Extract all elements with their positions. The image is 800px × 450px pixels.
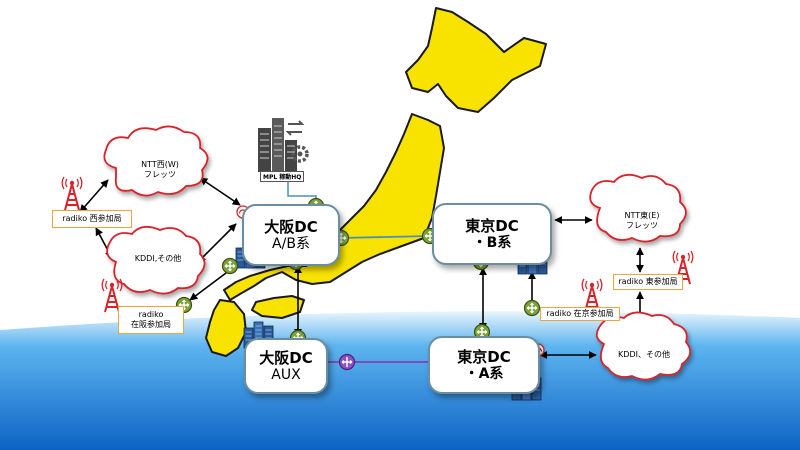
link-ntt-west-osaka (199, 177, 241, 206)
cloud-kddi-east-line1: KDDI、その他 (618, 349, 670, 359)
cloud-ntt-east-text: NTT東(E) フレッツ (596, 202, 688, 240)
radiko-osaka-label: radiko 在阪参加局 (118, 306, 184, 334)
router-icon-osaka-west (221, 257, 239, 275)
router-icon-aux-link (338, 353, 356, 371)
dc-osaka-ab-subtitle: A/B系 (272, 235, 310, 252)
radiko-west-label: radiko 西参加局 (52, 210, 132, 228)
cloud-ntt-east (589, 173, 687, 243)
cloud-ntt-east-line2: フレッツ (626, 221, 658, 230)
cloud-kddi-west (106, 225, 206, 295)
cloud-ntt-west-text: NTT西(W) フレッツ (112, 150, 208, 190)
hq-building-icon (258, 118, 309, 172)
router-icon-radiko-tokyo (523, 299, 541, 317)
cloud-ntt-west-line1: NTT西(W) (141, 159, 179, 169)
cloud-ntt-west-line2: フレッツ (144, 170, 176, 179)
dc-osaka-aux-subtitle: AUX (271, 366, 301, 383)
cloud-ntt-east-line1: NTT東(E) (624, 210, 660, 220)
dc-tokyo-b[interactable]: 東京DC ・B系 (432, 203, 552, 265)
link-kddi-west-osaka (197, 223, 237, 263)
dc-osaka-ab[interactable]: 大阪DC A/B系 (242, 204, 340, 266)
dc-tokyo-b-title: 東京DC (465, 216, 519, 235)
hq-label: MPL 稼動HQ (260, 171, 305, 182)
dc-tokyo-b-subtitle: ・B系 (472, 234, 512, 251)
cloud-kddi-west-text: KDDI,その他 (110, 244, 206, 274)
cloud-kddi-east-text: KDDI、その他 (598, 340, 690, 370)
dc-osaka-aux[interactable]: 大阪DC AUX (244, 338, 328, 394)
link-radiko-osaka-router (189, 269, 231, 301)
cloud-kddi-west-line1: KDDI,その他 (134, 253, 182, 263)
connection-lines (79, 177, 644, 359)
dc-tokyo-a[interactable]: 東京DC ・A系 (428, 336, 540, 394)
dc-tokyo-a-title: 東京DC (457, 347, 511, 366)
sea-background (0, 311, 800, 450)
cloud-ntt-west (103, 125, 209, 197)
radio-tower-icon-west (61, 176, 83, 211)
dc-osaka-aux-title: 大阪DC (259, 348, 313, 367)
link-osaka-tokyo-backbone (339, 235, 431, 239)
radiko-east-label: radiko 東参加局 (613, 274, 683, 290)
link-radiko-west-ntt (79, 179, 109, 213)
radiko-tokyo-label: radiko 在京参加局 (540, 307, 620, 321)
dc-tokyo-a-subtitle: ・A系 (464, 365, 504, 382)
dc-osaka-ab-title: 大阪DC (264, 217, 318, 236)
japan-map (205, 7, 547, 357)
